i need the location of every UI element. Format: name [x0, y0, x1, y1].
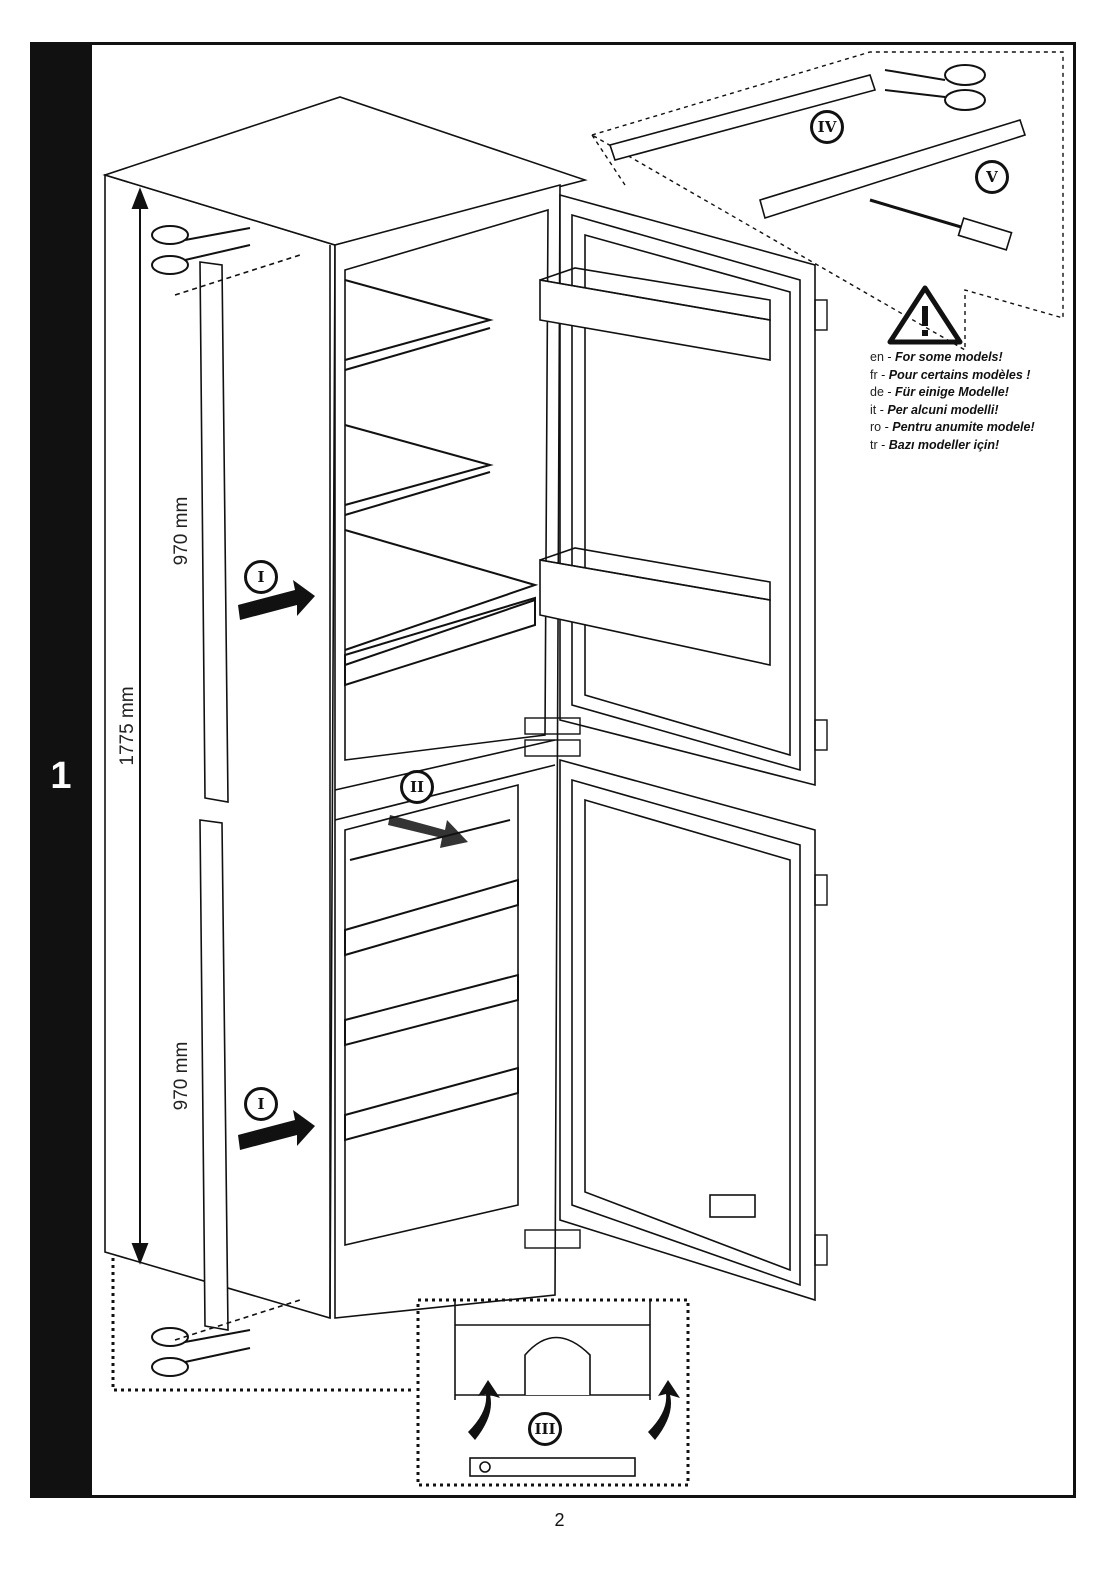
note-lang: en: [870, 350, 884, 364]
note-lang: de: [870, 385, 884, 399]
spirit-level-icon: [470, 1458, 635, 1476]
total-height-label: 1775 mm: [117, 666, 139, 786]
note-text: Für einige Modelle!: [895, 385, 1009, 399]
note-fr: fr - Pour certains modèles !: [870, 367, 1035, 385]
note-en: en - For some models!: [870, 349, 1035, 367]
step-label-i-upper: I: [244, 560, 278, 594]
step-label-v: V: [975, 160, 1009, 194]
step-label-iii: III: [528, 1412, 562, 1446]
mounting-rails: [610, 75, 1025, 250]
page-number: 2: [0, 1510, 1119, 1531]
note-de: de - Für einige Modelle!: [870, 384, 1035, 402]
step-label-i-lower: I: [244, 1087, 278, 1121]
note-it: it - Per alcuni modelli!: [870, 402, 1035, 420]
note-text: Bazı modeller için!: [889, 438, 999, 452]
note-lang: fr: [870, 368, 878, 382]
note-text: Pentru anumite modele!: [892, 420, 1034, 434]
note-text: Per alcuni modelli!: [887, 403, 998, 417]
upper-strip-length-label: 970 mm: [171, 476, 193, 586]
lower-door: [560, 760, 815, 1300]
note-lang: it: [870, 403, 876, 417]
step-label-ii: II: [400, 770, 434, 804]
note-lang: tr: [870, 438, 878, 452]
step-label-iv: IV: [810, 110, 844, 144]
cabinet-front-frame: [335, 185, 560, 1318]
note-tr: tr - Bazı modeller için!: [870, 437, 1035, 455]
note-ro: ro - Pentru anumite modele!: [870, 419, 1035, 437]
note-text: For some models!: [895, 350, 1003, 364]
upper-door: [540, 195, 815, 785]
note-text: Pour certains modèles !: [889, 368, 1031, 382]
lower-strip-length-label: 970 mm: [171, 1021, 193, 1131]
warning-icon: [890, 288, 960, 342]
model-note-list: en - For some models! fr - Pour certains…: [870, 349, 1035, 454]
note-lang: ro: [870, 420, 881, 434]
